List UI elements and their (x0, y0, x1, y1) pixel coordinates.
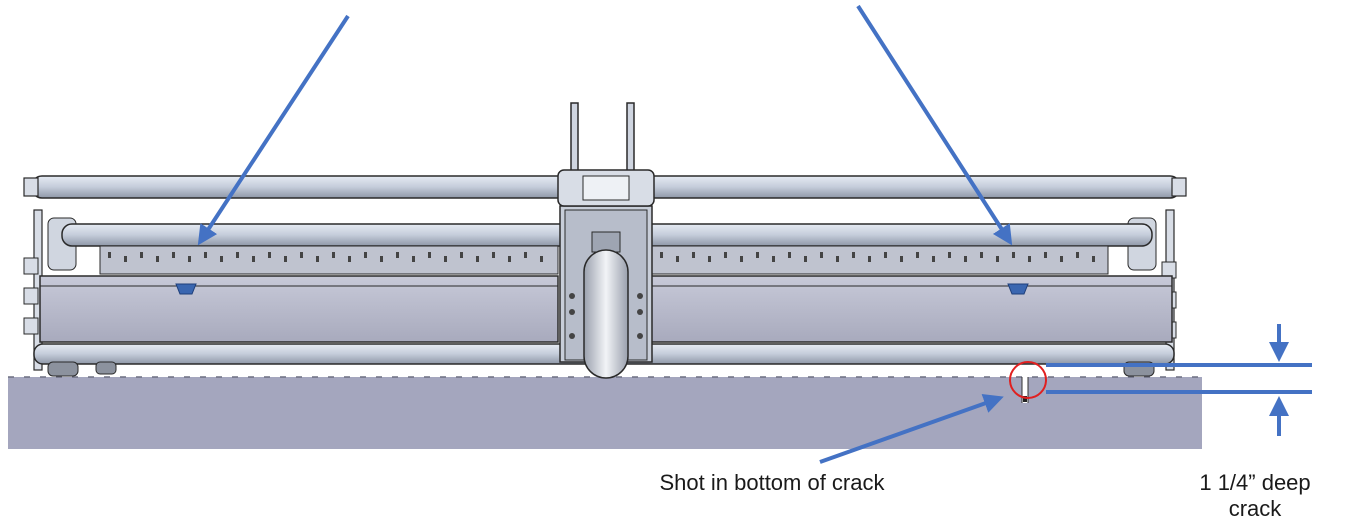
left-end-bracket (23, 177, 77, 371)
brush-strip-left (99, 245, 559, 275)
shot-pointer-arrow (819, 393, 1004, 464)
brush-bristles (108, 252, 1095, 262)
right-panel-latch (1007, 283, 1029, 295)
brush-strip-right (649, 245, 1109, 275)
shot-caption: Shot in bottom of crack (659, 470, 885, 495)
shot-in-crack (1023, 396, 1027, 402)
depth-caption: 1 1/4” deep crack (1199, 470, 1311, 521)
left-panel-latch (175, 283, 197, 295)
crack-highlight-circle (1009, 361, 1047, 399)
right-side-panel (649, 275, 1173, 343)
left-side-panel (39, 275, 559, 343)
left-pointer-arrow (197, 14, 350, 246)
crack (1022, 377, 1028, 403)
right-pointer-arrow (856, 4, 1013, 246)
concrete-slab (8, 377, 1202, 449)
caster-wheel (583, 249, 629, 379)
